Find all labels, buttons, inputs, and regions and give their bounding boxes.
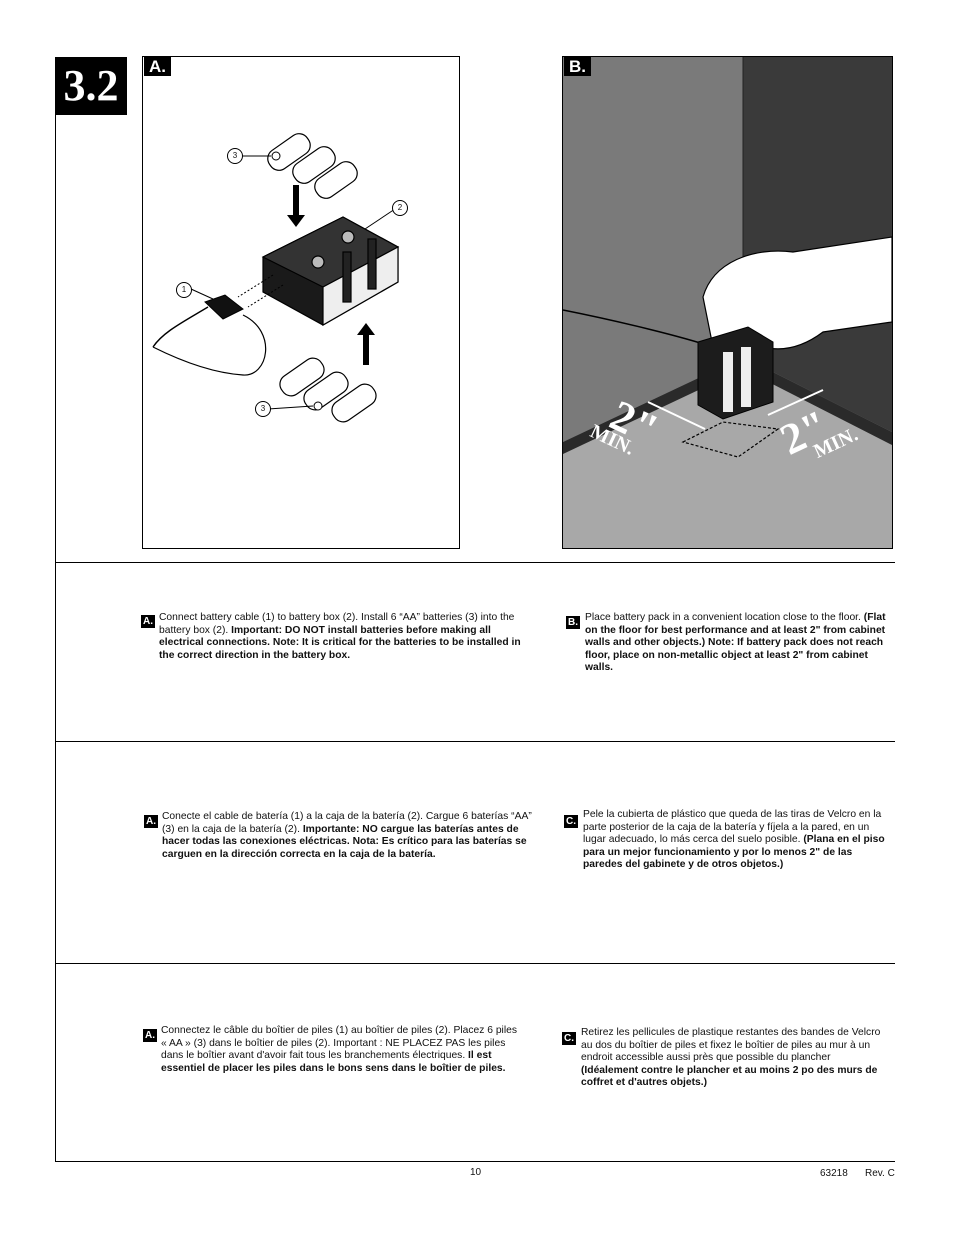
english-b-text: Place battery pack in a convenient locat…: [585, 612, 886, 674]
section-rule-3: [55, 963, 895, 964]
panel-b-tag: B.: [564, 57, 591, 76]
section-rule-4: [55, 1161, 895, 1162]
document-number: 63218: [820, 1168, 848, 1179]
section-rule-1: [55, 562, 895, 563]
spanish-a-tag: A.: [144, 815, 158, 828]
callout-2: 2: [392, 200, 408, 216]
battery-box-illustration: [152, 133, 400, 423]
panel-a: A.: [142, 56, 460, 549]
spanish-a-text: Conecte el cable de batería (1) a la caj…: [162, 811, 532, 860]
page-number: 10: [470, 1167, 482, 1178]
spanish-c-text: Pele la cubierta de plástico que queda d…: [583, 809, 885, 871]
spanish-c-tag: C.: [564, 815, 578, 828]
english-a-tag: A.: [141, 615, 155, 628]
step-number: 3.2: [55, 57, 127, 115]
english-b-tag: B.: [566, 616, 580, 629]
left-margin-rule: [55, 115, 56, 1161]
french-a-tag: A.: [143, 1029, 157, 1042]
callout-1: 1: [176, 282, 192, 298]
battery-placement-illustration: [563, 57, 892, 548]
callout-3-bottom: 3: [255, 401, 271, 417]
section-rule-2: [55, 741, 895, 742]
french-c-tag: C.: [562, 1032, 576, 1045]
panel-a-tag: A.: [144, 57, 171, 76]
french-a-text: Connectez le câble du boîtier de piles (…: [161, 1025, 518, 1074]
callout-3-top: 3: [227, 148, 243, 164]
panel-b: B. 2" MIN. 2" MIN.: [562, 56, 893, 549]
english-a-text: Connect battery cable (1) to battery box…: [159, 612, 521, 661]
revision: Rev. C: [865, 1168, 895, 1179]
french-c-text: Retirez les pellicules de plastique rest…: [581, 1027, 881, 1089]
